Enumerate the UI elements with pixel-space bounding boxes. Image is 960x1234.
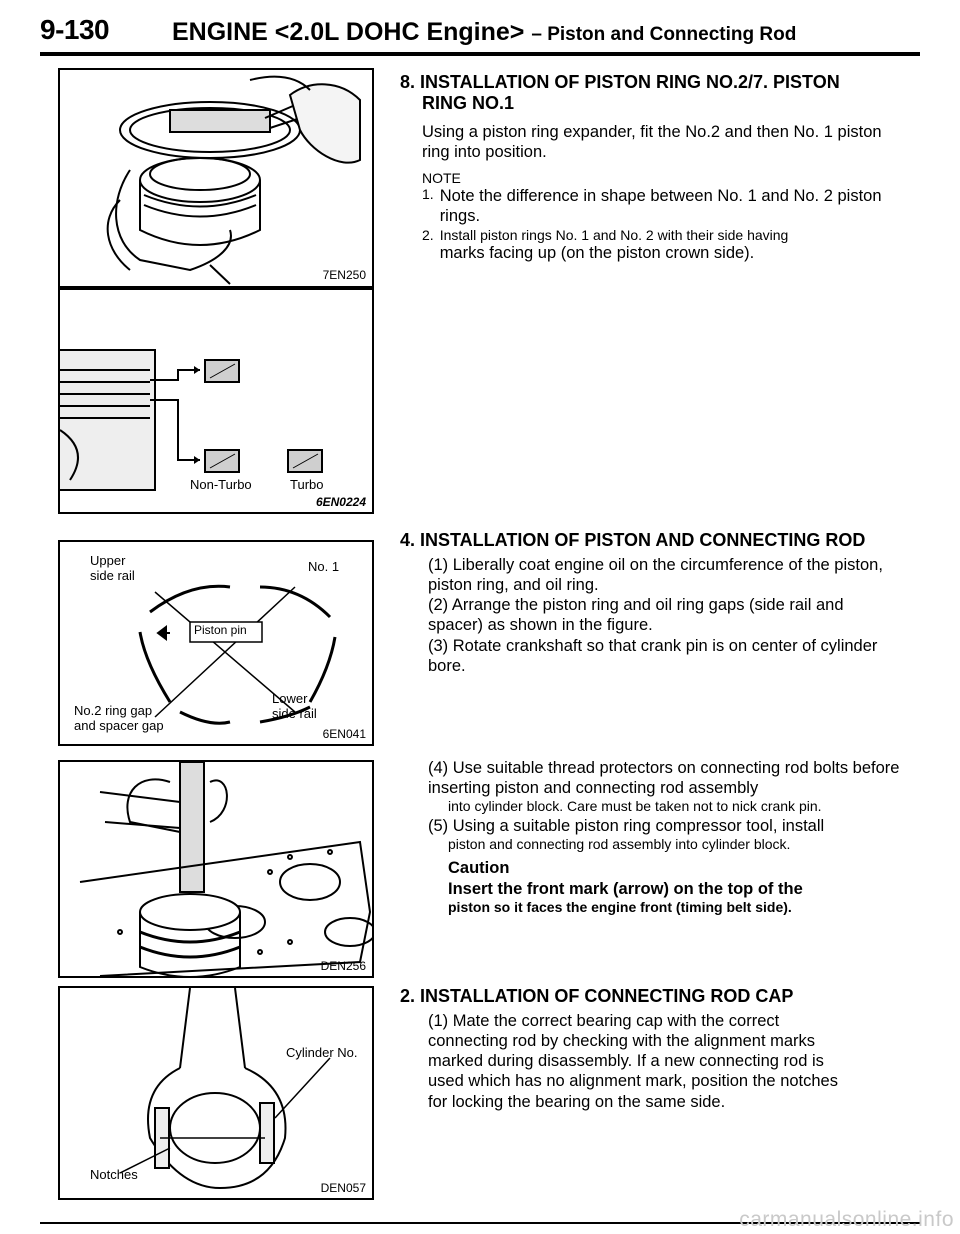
note-label: NOTE [422, 170, 461, 187]
title-sub: – Piston and Connecting Rod [531, 24, 797, 45]
header-rule [40, 52, 920, 56]
note-item-2: 2. Install piston rings No. 1 and No. 2 … [422, 226, 789, 262]
label-cylinder-no: Cylinder No. [286, 1045, 358, 1060]
section-piston-install: 4. INSTALLATION OF PISTON AND CONNECTING… [400, 530, 900, 676]
step-2: (2) Arrange the piston ring and oil ring… [428, 596, 844, 635]
step-4-cont: into cylinder block. Care must be taken … [448, 798, 822, 815]
step-5: (5) Using a suitable piston ring compres… [428, 817, 825, 836]
section-body: Using a piston ring expander, fit the No… [422, 123, 882, 162]
step-5-cont: piston and connecting rod assembly into … [448, 836, 791, 853]
figure-code: 6EN0224 [315, 495, 366, 509]
section-rod-cap: 2. INSTALLATION OF CONNECTING ROD CAP (1… [400, 986, 900, 1112]
label-piston-pin: Piston pin [194, 623, 247, 637]
ring-shape-illustration [60, 349, 323, 491]
step-4: (4) Use suitable thread protectors on co… [428, 759, 900, 798]
caution-text-2: piston so it faces the engine front (tim… [448, 898, 792, 915]
figure-connecting-rod-cap: Cylinder No. Notches DEN057 [58, 986, 374, 1200]
ring-gap-diagram [138, 584, 337, 725]
page-number: 9-130 [40, 14, 110, 45]
label-notches: Notches [90, 1167, 138, 1182]
step-1: (1) Liberally coat engine oil on the cir… [428, 556, 883, 595]
label-non-turbo: Non-Turbo [190, 477, 252, 492]
step-3: (3) Rotate crankshaft so that crank pin … [428, 636, 878, 675]
step-1: (1) Mate the correct bearing cap with th… [428, 1012, 838, 1111]
figure-piston-ring-expander: 7EN250 [58, 68, 374, 288]
connecting-rod-illustration [119, 988, 331, 1190]
section-title: 8. INSTALLATION OF PISTON RING NO.2/7. P… [400, 72, 840, 113]
caution-label: Caution [448, 859, 510, 878]
figure-code: 7EN250 [322, 268, 366, 282]
piston-install-illustration [79, 762, 372, 976]
ring-expander-illustration [106, 75, 361, 285]
page-title: ENGINE <2.0L DOHC Engine> – Piston and C… [172, 18, 796, 47]
caution-text-1: Insert the front mark (arrow) on the top… [448, 879, 803, 898]
watermark: carmanualsonline.info [739, 1208, 954, 1231]
figure-ring-gap-arrangement: Upper side rail No. 1 Piston pin No.2 ri… [58, 540, 374, 746]
figure-piston-install: DEN256 [58, 760, 374, 978]
label-no2-gap: No.2 ring gap and spacer gap [74, 703, 164, 733]
label-turbo: Turbo [290, 477, 324, 492]
section-piston-ring: 8. INSTALLATION OF PISTON RING NO.2/7. P… [400, 72, 900, 263]
footer-rule [40, 1222, 920, 1224]
label-lower-side-rail: Lower side rail [272, 691, 317, 721]
figure-code: DEN256 [320, 959, 366, 973]
section-title: 4. INSTALLATION OF PISTON AND CONNECTING… [400, 530, 866, 550]
figure-ring-shapes: Non-Turbo Turbo 6EN0224 [58, 288, 374, 514]
figure-code: 6EN041 [322, 727, 366, 741]
label-upper-side-rail: Upper side rail [90, 553, 135, 583]
figure-code: DEN057 [320, 1181, 366, 1195]
note-item-1: 1. Note the difference in shape between … [422, 186, 882, 226]
section-piston-install-cont: (4) Use suitable thread protectors on co… [400, 758, 900, 915]
label-no1: No. 1 [308, 559, 340, 574]
section-title: 2. INSTALLATION OF CONNECTING ROD CAP [400, 986, 794, 1006]
title-main: ENGINE <2.0L DOHC Engine> [172, 18, 525, 46]
